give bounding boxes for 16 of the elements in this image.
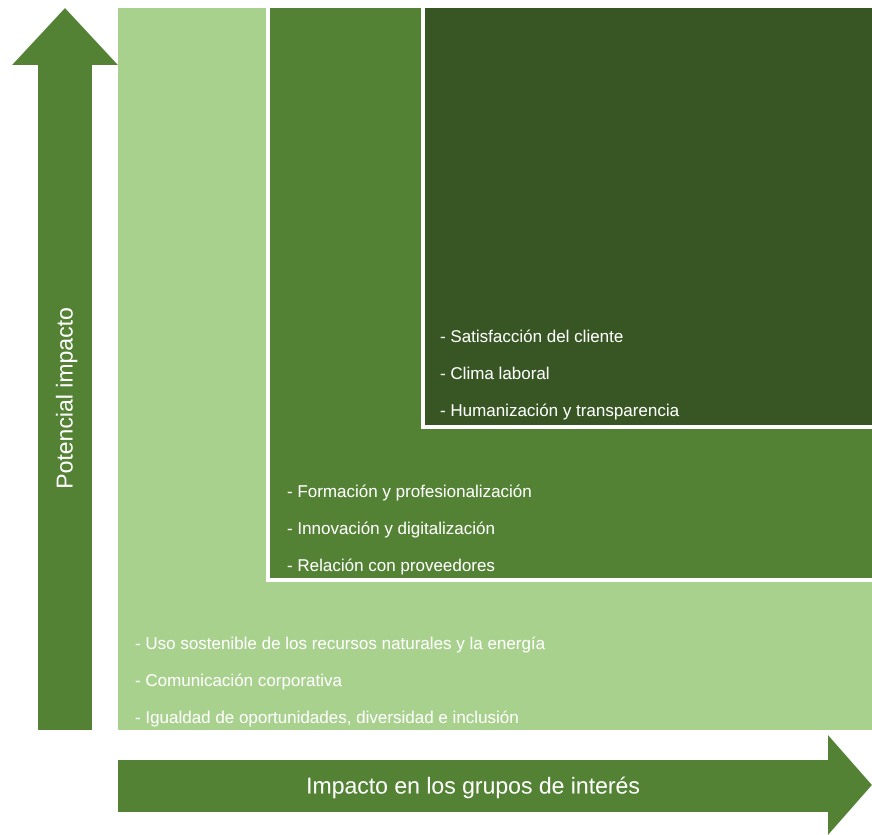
topic-text: - Satisfacción del cliente: [440, 327, 624, 347]
axis-label: Potencial impacto: [52, 307, 78, 489]
matrix-region: [266, 8, 872, 582]
topic-text: - Humanización y transparencia: [440, 401, 680, 421]
matrix-region: [421, 8, 872, 429]
topic-text: - Formación y profesionalización: [287, 482, 532, 502]
matrix-region: [118, 8, 872, 730]
topic-text: - Clima laboral: [440, 364, 551, 384]
topic-text: - Comunicación corporativa: [135, 671, 343, 691]
topic-text: - Uso sostenible de los recursos naturales y la energía: [135, 634, 546, 654]
topic-text: - Relación con proveedores: [287, 556, 496, 576]
topic-text: - Igualdad de oportunidades, diversidad e inclusión: [135, 708, 520, 728]
axis-arrow: [118, 735, 872, 835]
axis-label: Impacto en los grupos de interés: [306, 772, 640, 800]
axis-arrow: [12, 8, 118, 730]
topic-text: - Innovación y digitalización: [287, 519, 496, 539]
